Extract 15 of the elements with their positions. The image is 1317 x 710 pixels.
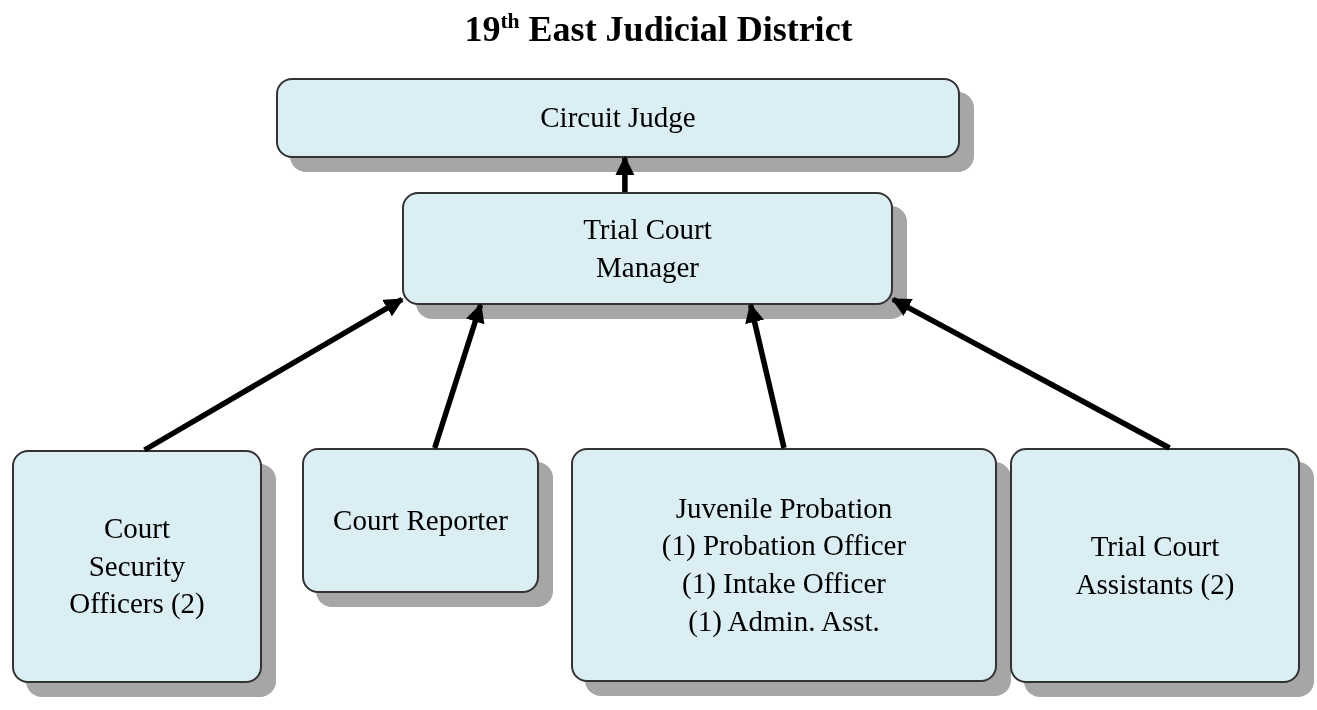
arrow xyxy=(143,296,404,453)
arrow xyxy=(615,156,635,192)
box-line: (1) Probation Officer xyxy=(661,528,907,564)
box-line: (1) Intake Officer xyxy=(682,566,886,601)
box-title: Juvenile Probation xyxy=(675,490,893,526)
arrow xyxy=(745,303,787,449)
box-title: Trial Court Manager xyxy=(582,211,713,285)
box-line: (1) Admin. Asst. xyxy=(688,603,880,639)
box-title: Circuit Judge xyxy=(540,100,696,136)
arrow xyxy=(432,303,485,449)
box-title: Trial Court Assistants (2) xyxy=(1074,528,1236,602)
title: 19$^{th}$ East Judicial District xyxy=(463,8,854,50)
box-title: Court Reporter xyxy=(333,502,508,538)
box-title: Court Security Officers (2) xyxy=(68,510,206,622)
arrow xyxy=(891,296,1171,451)
